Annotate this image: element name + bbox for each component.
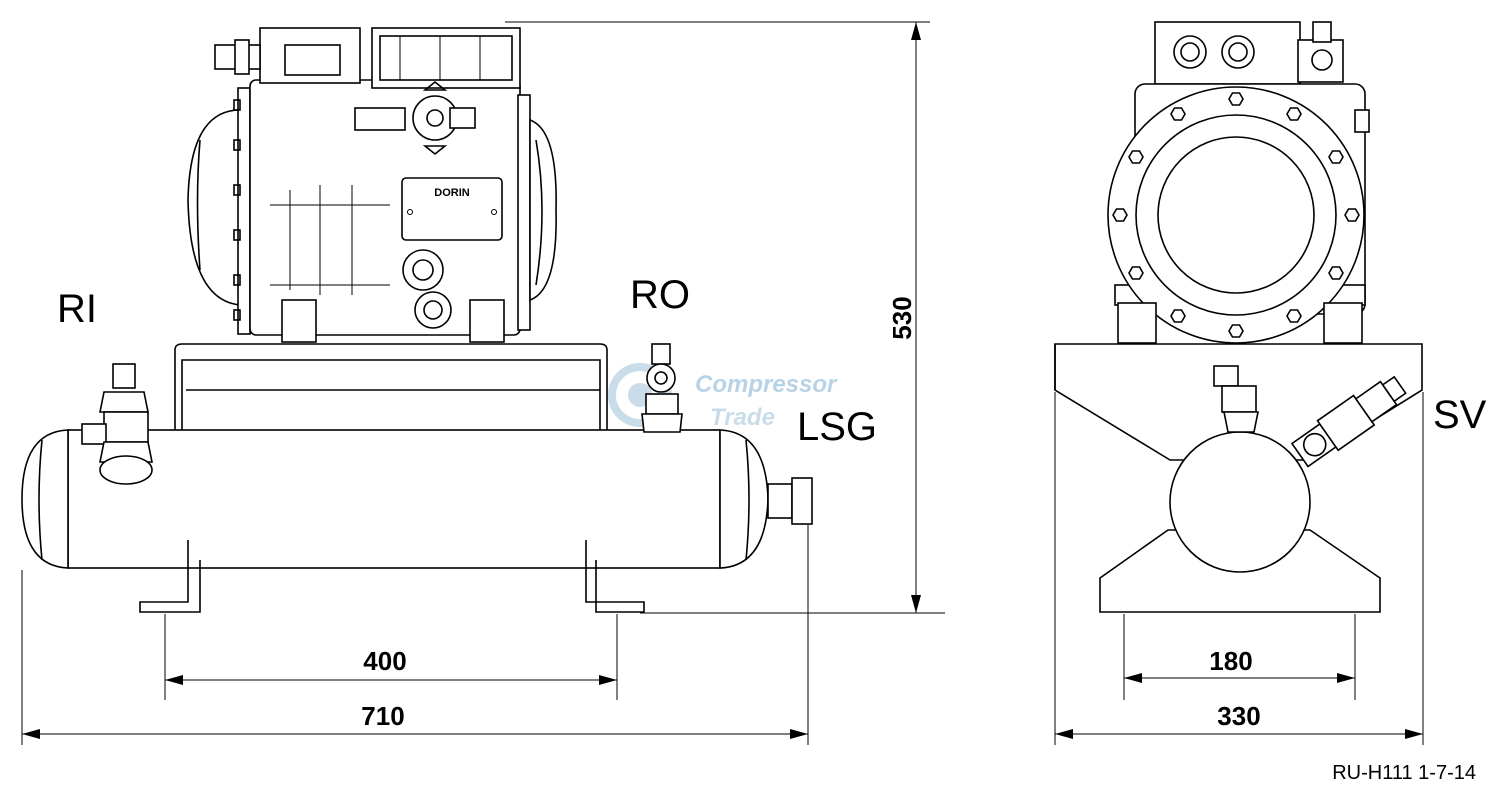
label-ri: RI xyxy=(57,287,97,331)
side-view-compressor: DORIN xyxy=(187,27,557,343)
dim-foot-spacing-front: 180 xyxy=(1209,646,1252,676)
label-ro: RO xyxy=(630,273,690,317)
dim-overall-length: 710 xyxy=(361,701,404,731)
side-view-receiver xyxy=(21,343,813,613)
body-ribs xyxy=(270,185,390,295)
label-sv: SV xyxy=(1433,393,1487,437)
inlet-valve xyxy=(81,363,153,485)
outlet-valve xyxy=(641,343,683,433)
text-labels: RI RO LSG SV 530 400 710 180 330 RU-H111… xyxy=(57,273,1487,784)
dimension-lines xyxy=(21,21,1424,745)
front-flange-bolts xyxy=(1112,92,1360,338)
drawing-reference: RU-H111 1-7-14 xyxy=(1332,762,1476,784)
side-flange-bolts xyxy=(233,99,241,321)
watermark: Compressor Trade xyxy=(608,363,838,431)
safety-valve xyxy=(1290,375,1407,468)
label-lsg: LSG xyxy=(797,405,877,449)
watermark-line1: Compressor xyxy=(695,371,838,398)
nameplate-text: DORIN xyxy=(434,187,470,199)
front-view-receiver xyxy=(1054,343,1423,613)
dim-foot-spacing-side: 400 xyxy=(363,646,406,676)
dim-height: 530 xyxy=(887,296,917,339)
dim-overall-width: 330 xyxy=(1217,701,1260,731)
front-view-compressor xyxy=(1107,21,1370,344)
watermark-line2: Trade xyxy=(710,404,775,431)
